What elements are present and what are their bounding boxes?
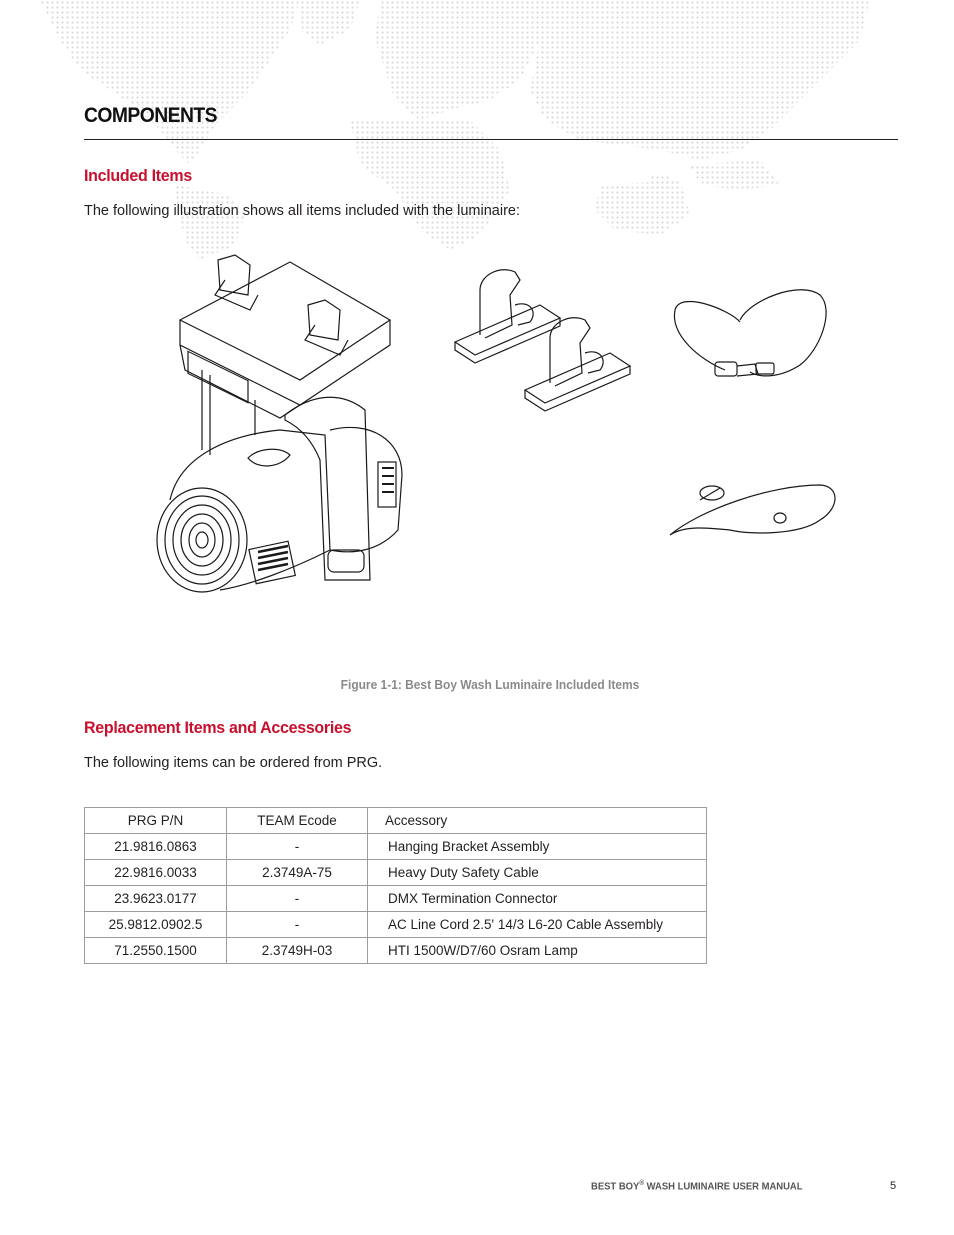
cell-accessory: AC Line Cord 2.5' 14/3 L6-20 Cable Assem… <box>367 911 707 938</box>
included-items-heading: Included Items <box>84 166 192 185</box>
registered-mark: ® <box>639 1180 644 1187</box>
cell-prg-pn: 23.9623.0177 <box>84 885 227 912</box>
header-accessory: Accessory <box>367 807 707 834</box>
safety-cable-drawing <box>669 484 836 536</box>
cell-accessory: DMX Termination Connector <box>367 885 707 912</box>
header-team-ecode: TEAM Ecode <box>226 807 368 834</box>
hanging-brackets-drawing <box>453 269 632 412</box>
cell-team-ecode: 2.3749A-75 <box>226 859 368 886</box>
replacement-items-intro: The following items can be ordered from … <box>84 755 383 771</box>
header-prg-pn: PRG P/N <box>84 807 227 834</box>
cell-accessory: Heavy Duty Safety Cable <box>367 859 707 886</box>
cell-team-ecode: - <box>226 885 368 912</box>
replacement-items-heading: Replacement Items and Accessories <box>84 718 352 737</box>
table-header-row: PRG P/N TEAM Ecode Accessory <box>84 807 707 834</box>
included-items-illustration <box>156 254 836 593</box>
table-row: 22.9816.0033 2.3749A-75 Heavy Duty Safet… <box>84 859 707 886</box>
cell-accessory: HTI 1500W/D7/60 Osram Lamp <box>367 937 707 964</box>
cell-prg-pn: 71.2550.1500 <box>84 937 227 964</box>
cell-prg-pn: 25.9812.0902.5 <box>84 911 227 938</box>
cell-team-ecode: - <box>226 833 368 860</box>
dmx-termination-connector-drawing <box>673 289 827 377</box>
cell-team-ecode: 2.3749H-03 <box>226 937 368 964</box>
table-row: 71.2550.1500 2.3749H-03 HTI 1500W/D7/60 … <box>84 937 707 964</box>
cell-team-ecode: - <box>226 911 368 938</box>
cell-prg-pn: 21.9816.0863 <box>84 833 227 860</box>
accessories-table: PRG P/N TEAM Ecode Accessory 21.9816.086… <box>84 807 707 964</box>
included-items-intro: The following illustration shows all ite… <box>84 203 521 219</box>
footer-title-suffix: WASH LUMINAIRE USER MANUAL <box>643 1180 803 1193</box>
page-number: 5 <box>890 1180 897 1192</box>
world-map-background <box>40 0 870 260</box>
table-row: 21.9816.0863 - Hanging Bracket Assembly <box>84 833 707 860</box>
footer-manual-title: BEST BOY® WASH LUMINAIRE USER MANUAL <box>591 1180 803 1193</box>
table-row: 25.9812.0902.5 - AC Line Cord 2.5' 14/3 … <box>84 911 707 938</box>
section-title: COMPONENTS <box>84 104 218 127</box>
luminaire-drawing <box>156 254 403 593</box>
section-divider <box>84 139 898 140</box>
footer-title-prefix: BEST BOY <box>591 1180 640 1193</box>
figure-caption: Figure 1-1: Best Boy Wash Luminaire Incl… <box>340 677 640 692</box>
cell-accessory: Hanging Bracket Assembly <box>367 833 707 860</box>
table-row: 23.9623.0177 - DMX Termination Connector <box>84 885 707 912</box>
cell-prg-pn: 22.9816.0033 <box>84 859 227 886</box>
